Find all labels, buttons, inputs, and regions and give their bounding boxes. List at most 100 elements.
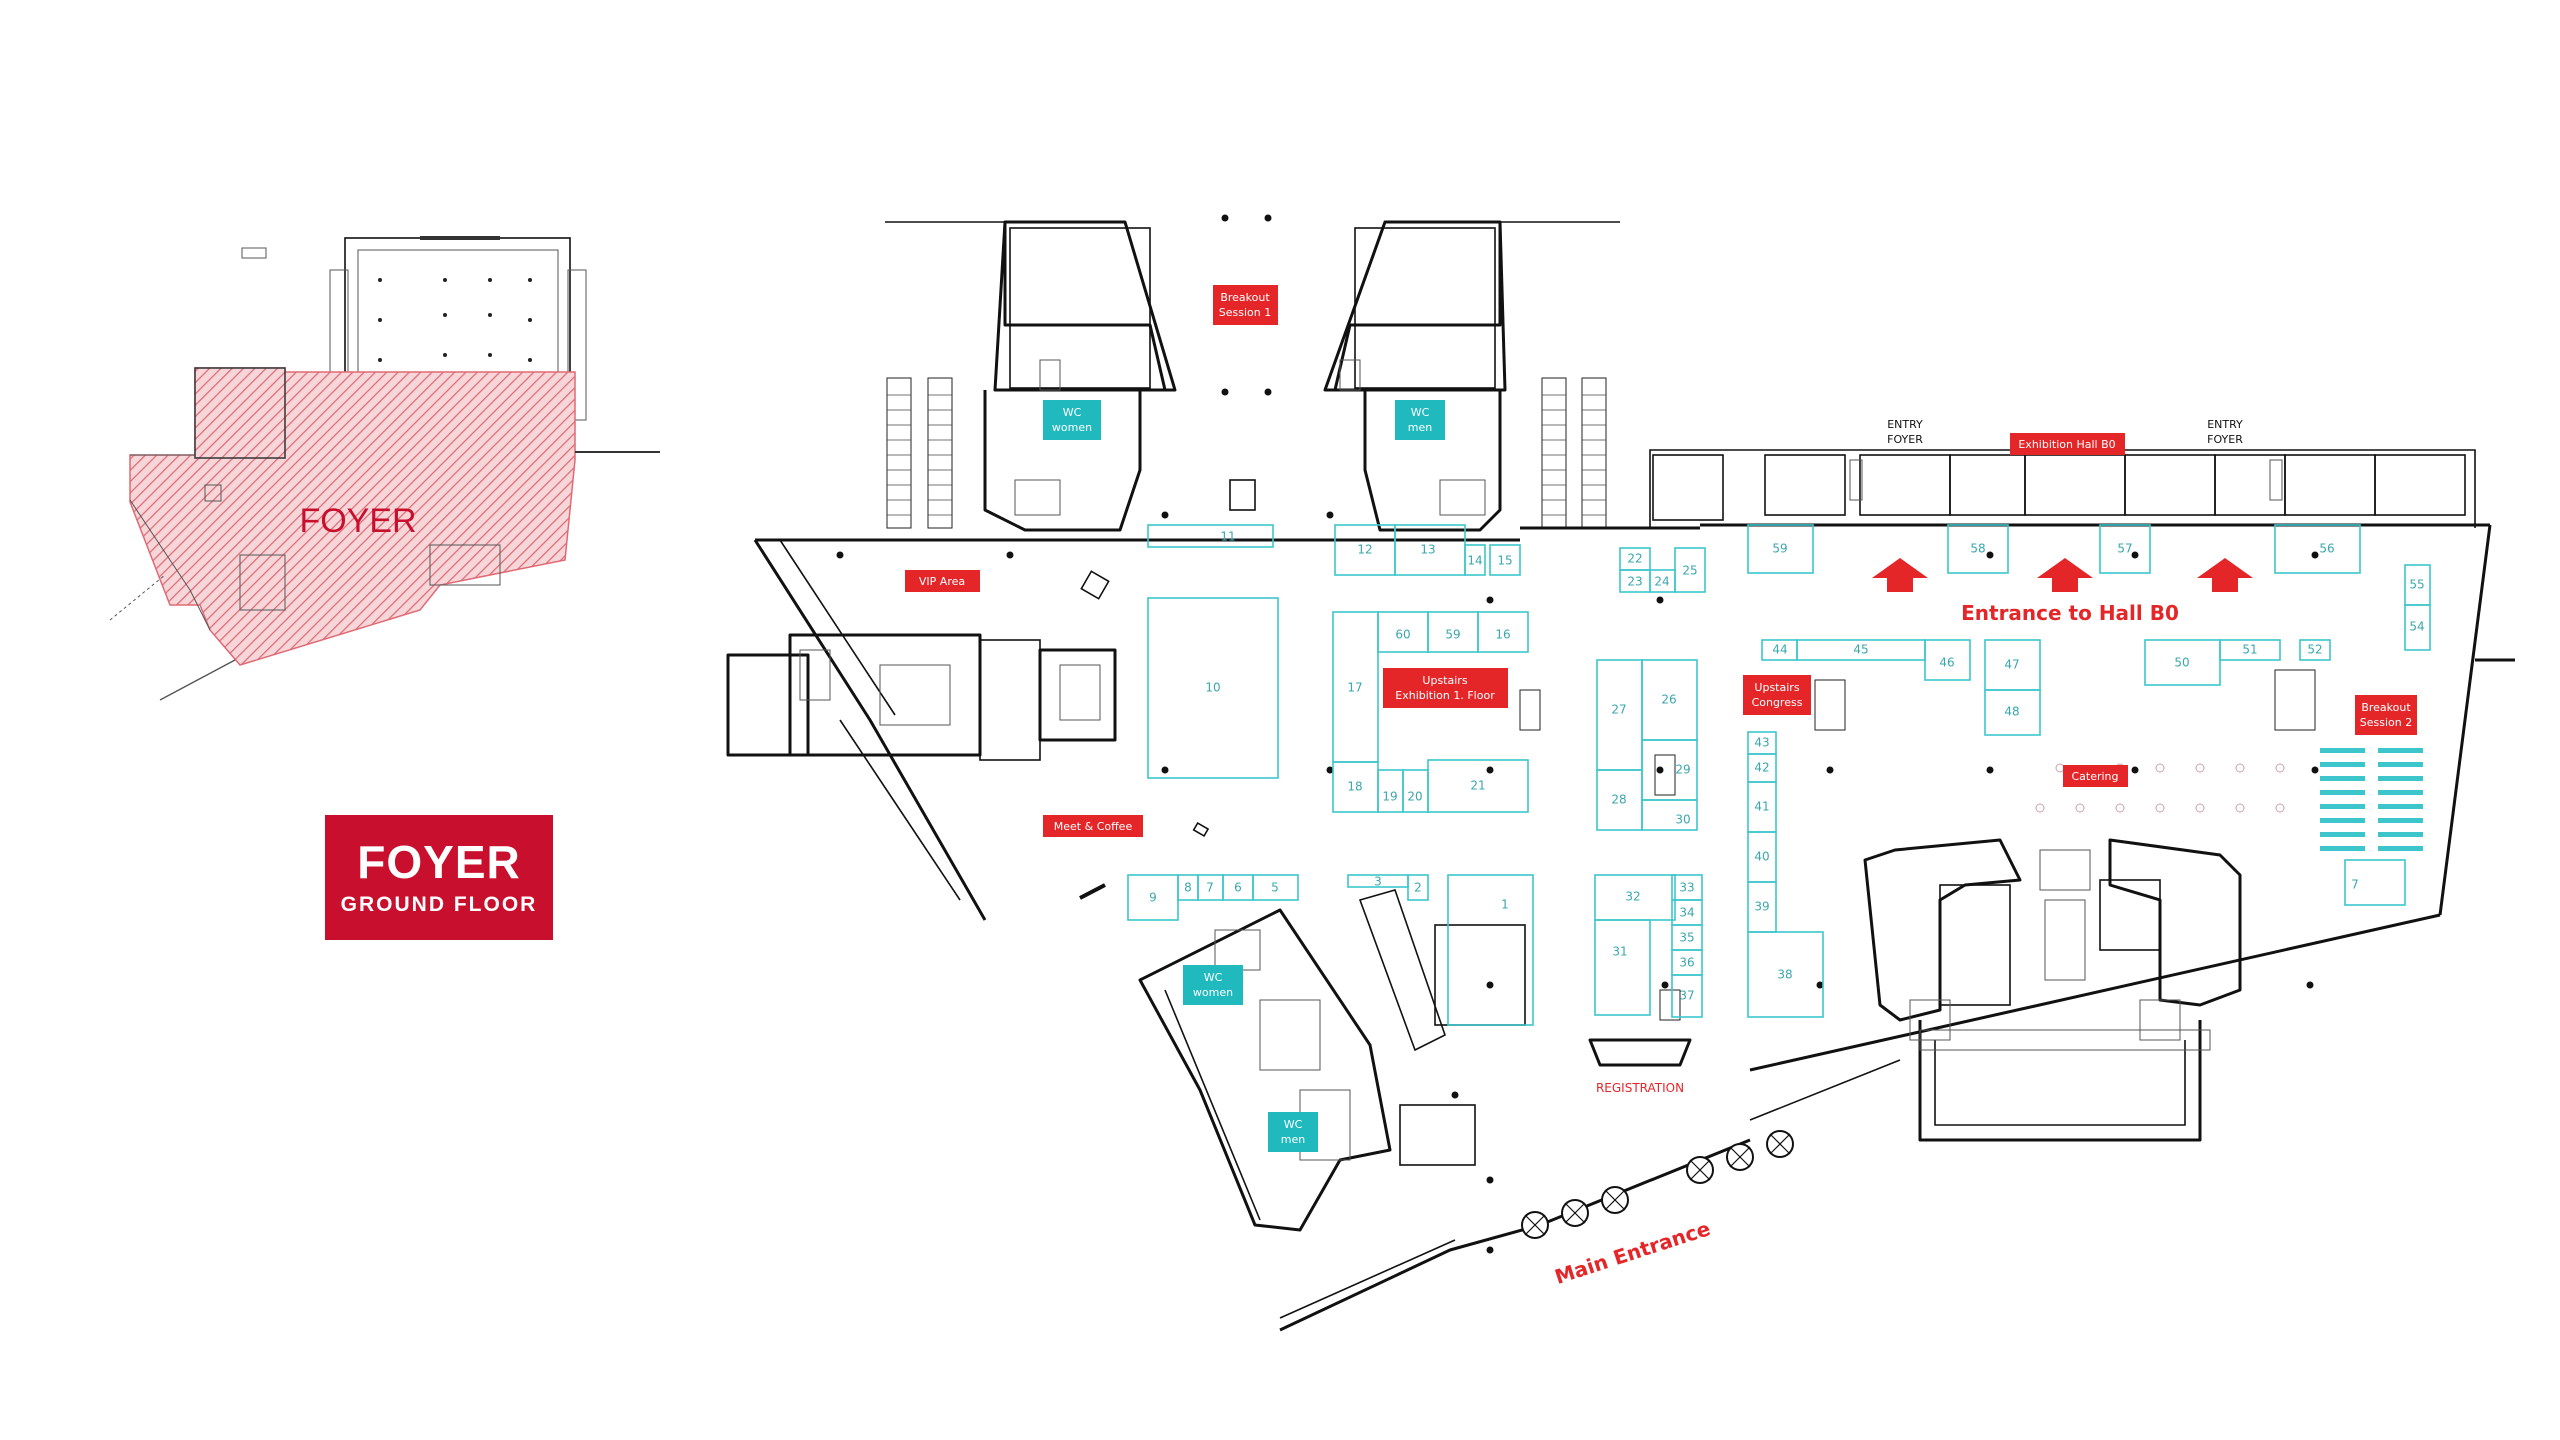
- entry-foyer-2-line1: ENTRY: [2207, 418, 2243, 431]
- svg-text:Session 2: Session 2: [2360, 716, 2412, 729]
- booth-4[interactable]: [2344, 859, 2406, 906]
- booth-label: 18: [1347, 780, 1362, 794]
- booth-label: 41: [1754, 800, 1769, 814]
- booth-label: 24: [1654, 575, 1669, 589]
- booth-label: 31: [1612, 945, 1627, 959]
- booth-label: 14: [1467, 554, 1482, 568]
- booth-label: 33: [1679, 881, 1694, 895]
- booth-56[interactable]: [2099, 524, 2151, 574]
- booth-label: 21: [1470, 779, 1485, 793]
- booth-15[interactable]: [1489, 544, 1521, 576]
- booth-label: 51: [2242, 643, 2257, 657]
- building-walls: [726, 220, 2515, 1332]
- booth-label: 34: [1679, 906, 1694, 920]
- svg-text:Session 1: Session 1: [1219, 306, 1271, 319]
- booth-55[interactable]: [2274, 524, 2361, 574]
- svg-text:men: men: [1408, 421, 1432, 434]
- booth-58[interactable]: [1747, 524, 1814, 574]
- entry-foyer-labels: ENTRY FOYER ENTRY FOYER: [1887, 418, 2243, 446]
- upstairs-congress-tag[interactable]: Upstairs Congress: [1743, 675, 1811, 715]
- minimap-foyer-label: FOYER: [299, 502, 416, 540]
- booth-37[interactable]: [1671, 974, 1703, 1018]
- booth-57[interactable]: [1947, 524, 2009, 574]
- svg-text:Exhibition Hall B0: Exhibition Hall B0: [2018, 438, 2115, 451]
- svg-text:WC: WC: [1411, 406, 1430, 419]
- svg-text:men: men: [1281, 1133, 1305, 1146]
- wc-men-bottom[interactable]: WC men: [1268, 1112, 1318, 1152]
- booth-46[interactable]: [1924, 639, 1971, 681]
- booth-label: 42: [1754, 761, 1769, 775]
- booth-label: 11: [1220, 530, 1235, 544]
- booth-label: 37: [1679, 989, 1694, 1003]
- booth-label: 12: [1357, 543, 1372, 557]
- booth-label: 20: [1407, 790, 1422, 804]
- booth-label: 27: [1611, 703, 1626, 717]
- wc-women-bottom[interactable]: WC women: [1183, 965, 1243, 1005]
- booth-label: 52: [2307, 643, 2322, 657]
- booth-label: 13: [1420, 543, 1435, 557]
- svg-text:Breakout: Breakout: [1220, 291, 1270, 304]
- booth-label: 48: [2004, 705, 2019, 719]
- breakout-session-1-tag[interactable]: Breakout Session 1: [1213, 285, 1278, 325]
- svg-text:Breakout: Breakout: [2361, 701, 2411, 714]
- booth-48[interactable]: [1984, 689, 2041, 736]
- booth-label: 45: [1853, 643, 1868, 657]
- booth-label: 2: [1414, 881, 1422, 895]
- booth-30[interactable]: [1641, 799, 1698, 831]
- breakout-session-2-tag[interactable]: Breakout Session 2: [2355, 695, 2417, 735]
- booth-53[interactable]: [2404, 604, 2431, 651]
- booth-14[interactable]: [1464, 544, 1486, 576]
- room-tags: Breakout Session 1 VIP Area Exhibition H…: [905, 285, 2417, 837]
- svg-text:WC: WC: [1284, 1118, 1303, 1131]
- booth-label: 50: [2174, 656, 2189, 670]
- minimap: FOYER: [109, 236, 660, 701]
- booth-label: 43: [1754, 736, 1769, 750]
- entry-foyer-1-line1: ENTRY: [1887, 418, 1923, 431]
- booth-label: 58: [1970, 542, 1985, 556]
- booth-label: 7: [1206, 881, 1214, 895]
- booth-label: 46: [1939, 656, 1954, 670]
- booth-label: 44: [1772, 643, 1787, 657]
- svg-text:Catering: Catering: [2071, 770, 2118, 783]
- booth-31[interactable]: [1594, 919, 1651, 1016]
- booth-label: 23: [1627, 575, 1642, 589]
- wc-women-top[interactable]: WC women: [1043, 400, 1101, 440]
- booth-label: 3: [1374, 875, 1382, 889]
- vip-area-tag[interactable]: VIP Area: [905, 570, 980, 592]
- booth-11[interactable]: [1147, 524, 1274, 548]
- booth-label: 59: [1772, 542, 1787, 556]
- svg-text:Meet & Coffee: Meet & Coffee: [1054, 820, 1133, 833]
- booth-label: 56: [2319, 542, 2334, 556]
- svg-text:Exhibition 1. Floor: Exhibition 1. Floor: [1395, 689, 1495, 702]
- upstairs-exhibition-tag[interactable]: Upstairs Exhibition 1. Floor: [1383, 668, 1508, 708]
- booth-label: 6: [1234, 881, 1242, 895]
- booth-21[interactable]: [1427, 759, 1529, 813]
- floor-title: FOYER: [357, 836, 521, 888]
- booth-label: 39: [1754, 900, 1769, 914]
- catering-tag[interactable]: Catering: [2063, 765, 2128, 787]
- booths: [1127, 524, 2431, 1026]
- floor-legend: FOYER GROUND FLOOR: [325, 815, 553, 940]
- booth-label: 25: [1682, 564, 1697, 578]
- meet-coffee-tag[interactable]: Meet & Coffee: [1043, 815, 1143, 837]
- booth-2[interactable]: [1407, 874, 1429, 901]
- booth-label: 35: [1679, 931, 1694, 945]
- booth-label: 57: [2117, 542, 2132, 556]
- arrow-up-icon: [2197, 558, 2253, 592]
- entrance-to-hall-label: Entrance to Hall B0: [1961, 601, 2179, 625]
- booth-25[interactable]: [1674, 547, 1706, 593]
- booth-16[interactable]: [1477, 611, 1529, 653]
- exhibition-hall-tag[interactable]: Exhibition Hall B0: [2010, 433, 2125, 455]
- booth-5[interactable]: [1252, 874, 1299, 901]
- entry-foyer-2-line2: FOYER: [2207, 433, 2243, 446]
- booth-50[interactable]: [2144, 639, 2221, 686]
- booth-label: 59: [1445, 628, 1460, 642]
- booth-10[interactable]: [1147, 597, 1279, 779]
- wc-men-top[interactable]: WC men: [1395, 400, 1445, 440]
- booth-1[interactable]: [1447, 874, 1534, 1026]
- booth-38[interactable]: [1747, 931, 1824, 1018]
- booth-52[interactable]: [2299, 639, 2331, 661]
- booth-51[interactable]: [2219, 639, 2281, 661]
